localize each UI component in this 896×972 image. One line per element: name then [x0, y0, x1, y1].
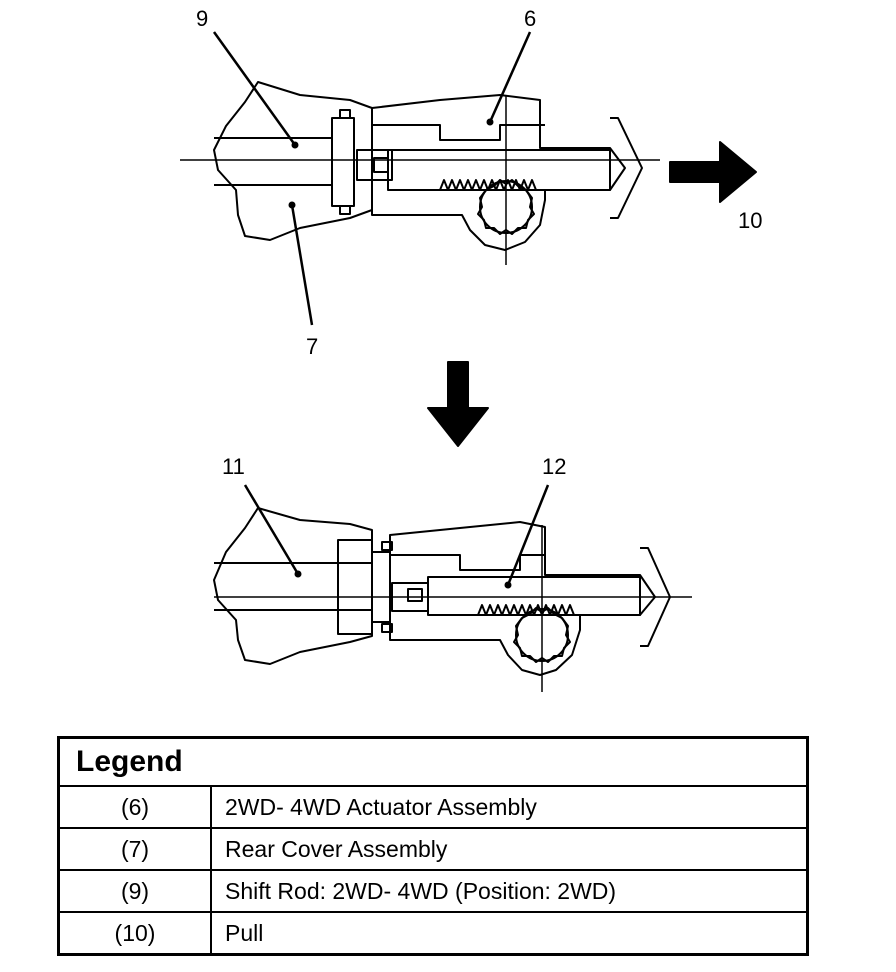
legend-row: (6) 2WD- 4WD Actuator Assembly	[57, 785, 809, 829]
callout-12: 12	[542, 454, 566, 479]
seal-flange-bottom	[337, 539, 373, 635]
callout-11: 11	[222, 454, 245, 479]
pull-arrow	[669, 141, 757, 203]
leader-11	[243, 484, 300, 575]
leader-9	[212, 31, 297, 146]
legend-header-row: Legend	[57, 736, 809, 787]
rear-cover-housing-bottom	[213, 507, 373, 665]
callout-9: 9	[196, 6, 208, 31]
legend-table: Legend (6) 2WD- 4WD Actuator Assembly (7…	[57, 736, 809, 956]
actuator-body-bottom	[389, 521, 641, 676]
callout-10: 10	[738, 208, 762, 233]
actuator-diagram: 9 6 10 7 11 12	[180, 6, 762, 692]
legend-row: (10) Pull	[57, 911, 809, 956]
legend-number: (6)	[57, 785, 212, 829]
actuator-body	[371, 94, 611, 251]
legend-description: Pull	[210, 911, 809, 956]
leader-12	[506, 484, 550, 586]
legend-description: 2WD- 4WD Actuator Assembly	[210, 785, 809, 829]
seal-flange	[331, 117, 355, 207]
legend-title: Legend	[57, 736, 809, 787]
legend-description: Shift Rod: 2WD- 4WD (Position: 2WD)	[210, 869, 809, 913]
top-view-2wd	[180, 31, 757, 326]
legend-row: (7) Rear Cover Assembly	[57, 827, 809, 871]
leader-7	[290, 204, 314, 326]
callout-7: 7	[306, 334, 318, 359]
leader-6	[488, 31, 532, 123]
transition-down-arrow	[427, 361, 489, 447]
legend-number: (10)	[57, 911, 212, 956]
legend-number: (7)	[57, 827, 212, 871]
bottom-view-4wd	[213, 484, 692, 692]
legend-row: (9) Shift Rod: 2WD- 4WD (Position: 2WD)	[57, 869, 809, 913]
legend-number: (9)	[57, 869, 212, 913]
legend-description: Rear Cover Assembly	[210, 827, 809, 871]
callout-6: 6	[524, 6, 536, 31]
actuator-nose	[610, 117, 643, 219]
